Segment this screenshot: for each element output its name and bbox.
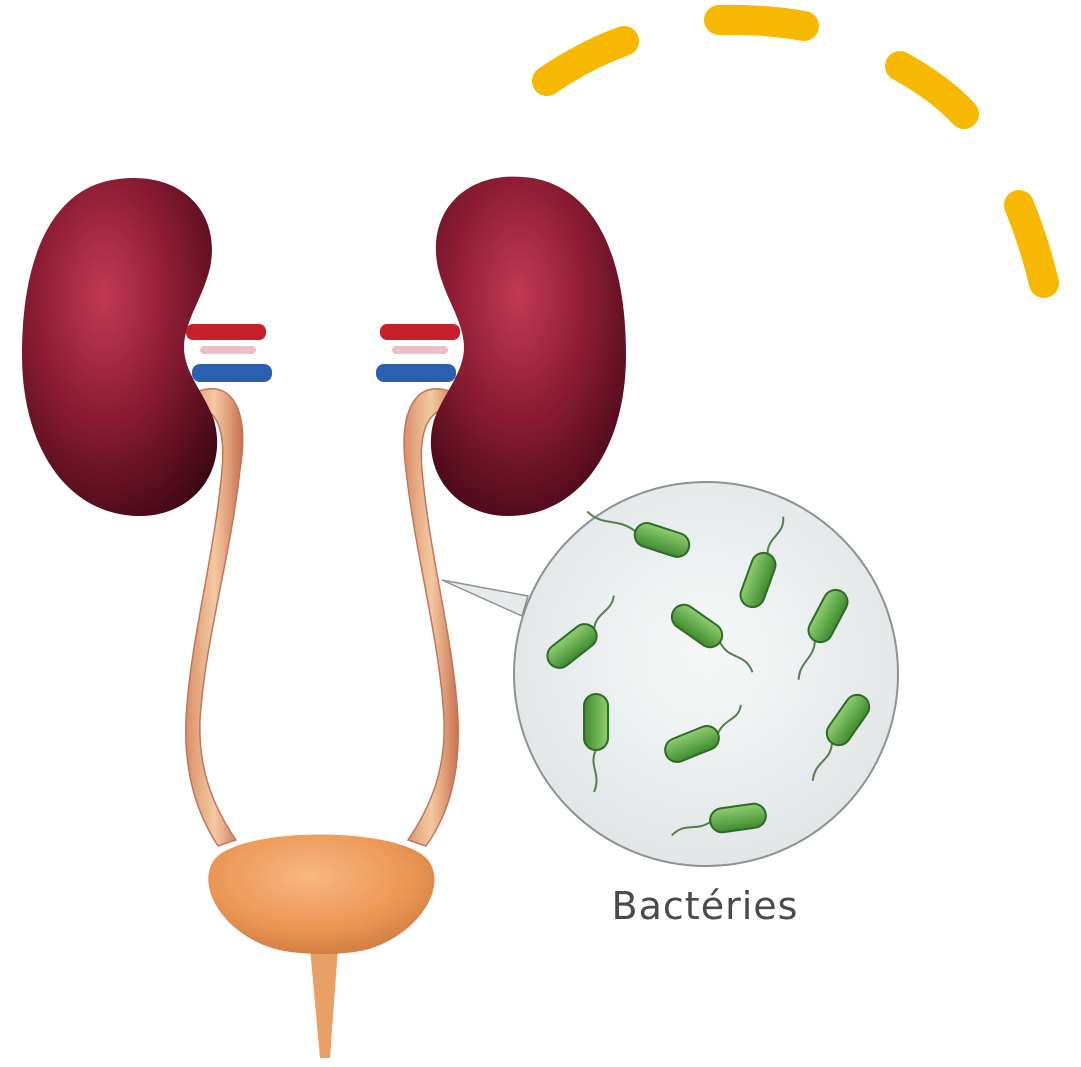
right-renal-artery	[380, 324, 460, 340]
magnifier-pointer	[442, 580, 528, 616]
bacteria-label: Bactéries	[560, 884, 850, 928]
left-renal-vein	[192, 364, 272, 382]
bladder-body	[208, 835, 434, 955]
right-vessel-highlight	[392, 346, 448, 354]
right-kidney-body	[431, 177, 626, 516]
arc-dash-4	[1019, 205, 1044, 283]
left-renal-artery	[186, 324, 266, 340]
arc-dash-1	[547, 41, 624, 81]
arc-dash-2	[719, 20, 804, 26]
left-kidney-body	[22, 178, 217, 516]
arc-dash-3	[900, 66, 964, 114]
right-renal-vein	[376, 364, 456, 382]
bladder	[208, 835, 434, 1059]
urethra	[310, 948, 338, 1058]
decorative-dashed-arc	[547, 20, 1044, 283]
left-vessel-highlight	[200, 346, 256, 354]
magnifier-circle	[514, 482, 898, 866]
bacteria-magnifier	[514, 482, 898, 866]
